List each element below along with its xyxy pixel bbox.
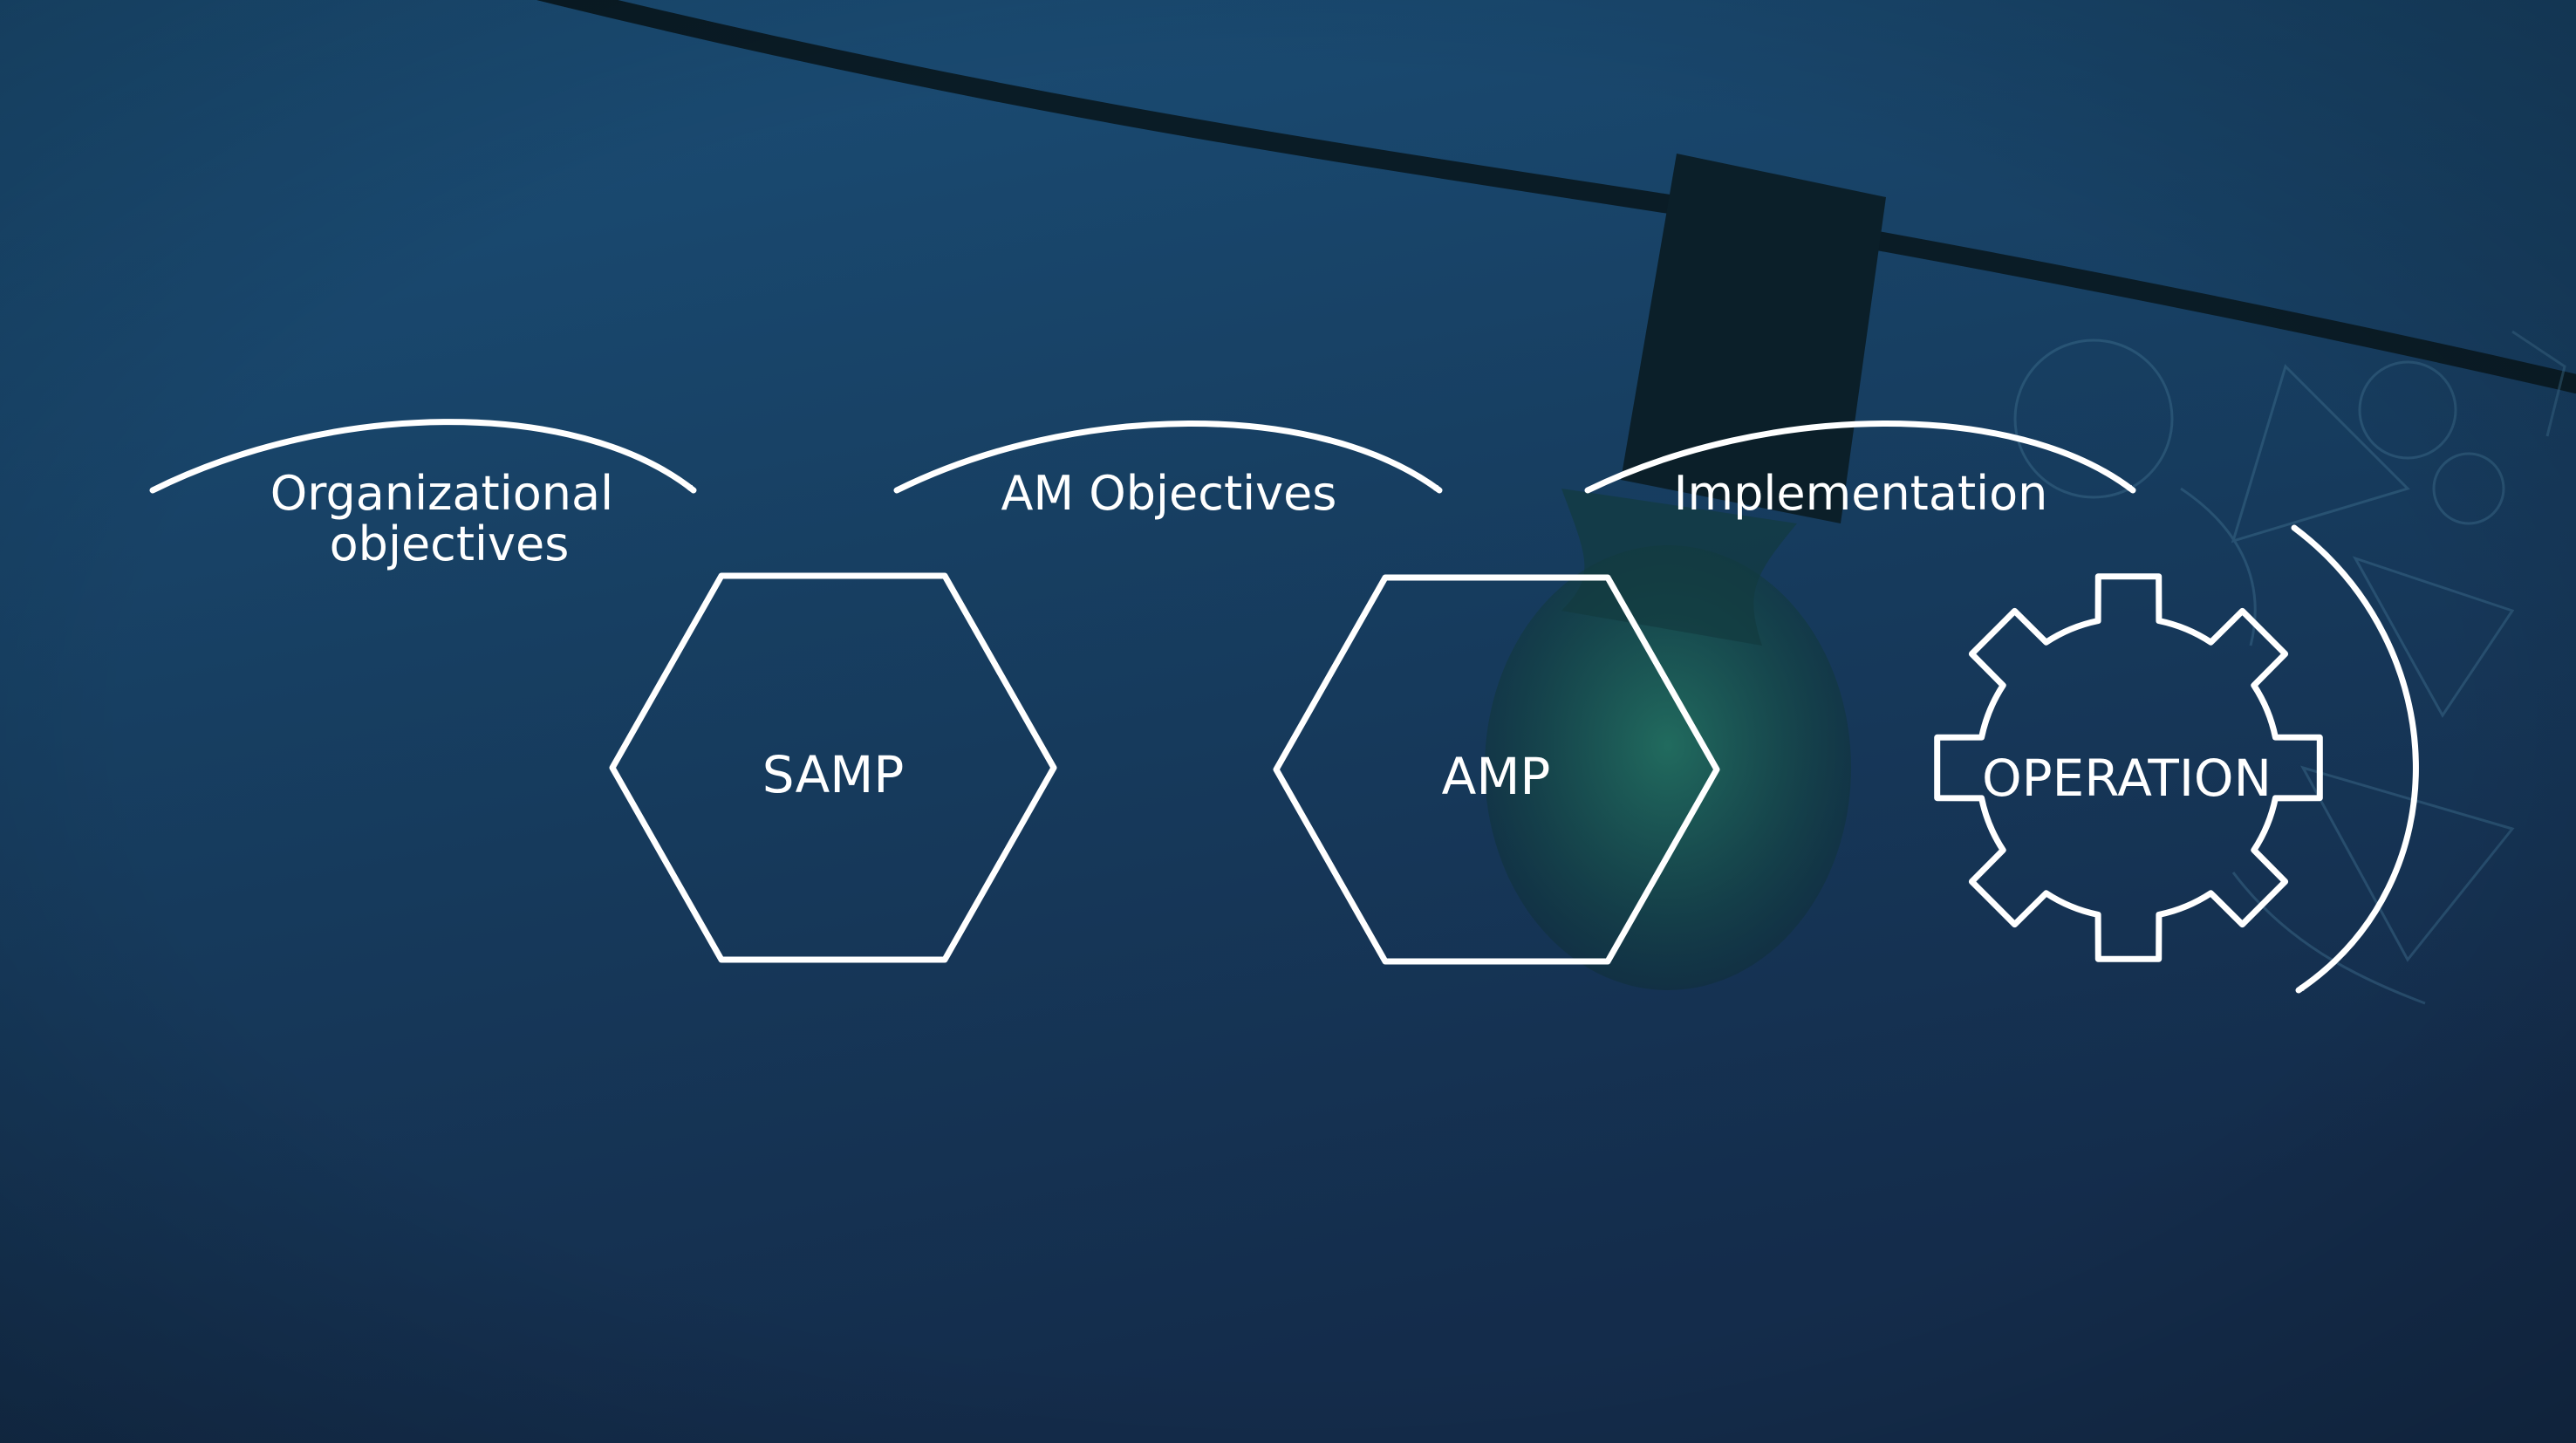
- operation-label: OPERATION: [1982, 749, 2272, 808]
- curved-arrow-icon: [893, 421, 1443, 494]
- curved-arrow-icon: [1584, 421, 2136, 494]
- organizational-objectives-label: Organizational objectives: [270, 466, 629, 571]
- gear-icon: [1934, 573, 2323, 962]
- amp-label: AMP: [1442, 747, 1551, 806]
- am-objectives-label: AM Objectives: [1001, 466, 1337, 521]
- samp-label: SAMP: [762, 745, 905, 804]
- curved-arrow-icon: [149, 419, 697, 494]
- amp-node: AMP: [1273, 574, 1720, 965]
- operation-node: OPERATION: [1934, 573, 2323, 962]
- return-arrow-icon: [2291, 524, 2419, 994]
- hexagon-icon: [609, 572, 1057, 963]
- organizational-objectives-line-2: objectives: [330, 516, 570, 571]
- samp-node: SAMP: [609, 572, 1057, 963]
- implementation-label: Implementation: [1674, 466, 2048, 521]
- organizational-objectives-line-1: Organizational: [270, 466, 613, 521]
- hexagon-icon: [1273, 574, 1720, 965]
